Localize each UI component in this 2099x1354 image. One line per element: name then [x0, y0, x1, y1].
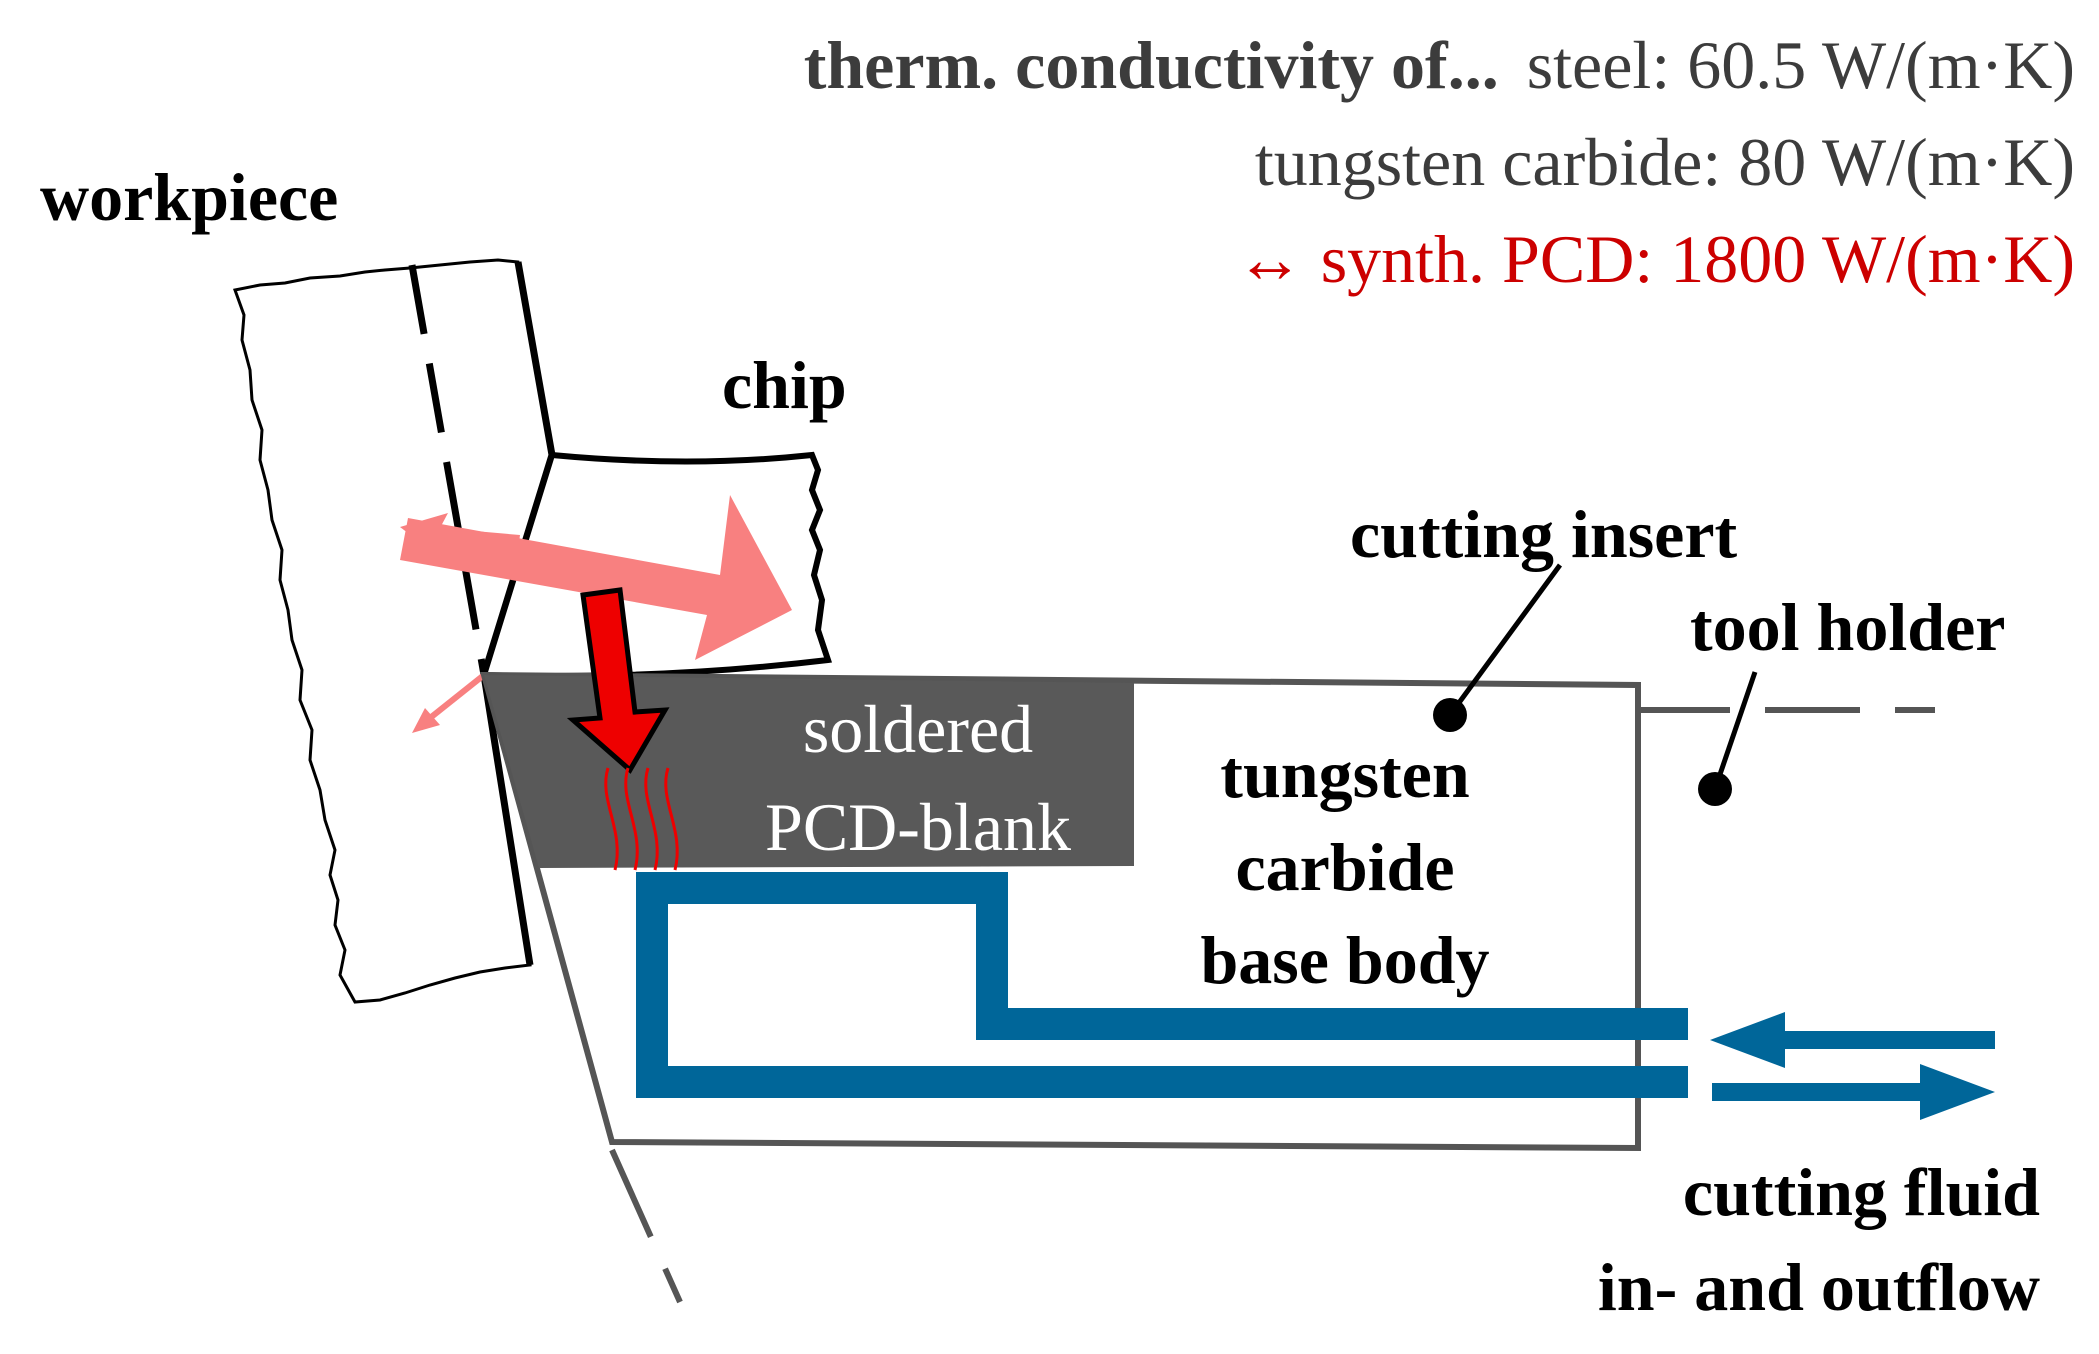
header-line-1: therm. conductivity of... steel: 60.5 W/(… [804, 27, 2075, 103]
heat-arrow-small-left-head [412, 708, 440, 733]
label-pcd-blank: PCD-blank [765, 789, 1071, 865]
heat-wave-1 [604, 767, 619, 871]
label-fluid-flow: in- and outflow [1598, 1249, 2040, 1325]
header-line-1-prefix: therm. conductivity of... [804, 27, 1499, 103]
heat-arrow-small-left [423, 672, 486, 725]
label-base-line-1: tungsten [1220, 736, 1469, 812]
tool-holder-dashed-flank [609, 1148, 683, 1304]
tool-holder-leader [1712, 671, 1758, 790]
label-cutting-fluid: cutting fluid [1683, 1154, 2040, 1230]
heat-arrow-left [400, 513, 520, 552]
header-line-1-value: steel: 60.5 W/(m·K) [1527, 27, 2075, 103]
label-tool-holder: tool holder [1690, 589, 2005, 665]
label-soldered: soldered [803, 691, 1033, 767]
label-workpiece: workpiece [40, 159, 338, 235]
cutting-insert-leader [1447, 563, 1563, 717]
coolant-outflow-head [1920, 1064, 1995, 1120]
cutting-insert-dot [1433, 698, 1467, 732]
heat-wave-2 [624, 767, 639, 871]
label-base-line-2: carbide [1235, 829, 1454, 905]
tool-holder-dot [1698, 772, 1732, 806]
heat-wave-3 [644, 767, 659, 871]
workpiece-dashed-line [408, 264, 488, 676]
label-chip: chip [722, 347, 847, 423]
heat-arrow-strong [566, 587, 670, 774]
header-line-3: ↔ synth. PCD: 1800 W/(m·K) [1236, 221, 2075, 297]
coolant-inflow-head [1710, 1012, 1785, 1068]
label-cutting-insert: cutting insert [1350, 496, 1738, 572]
heat-wave-4 [664, 767, 679, 871]
label-base-line-3: base body [1200, 922, 1489, 998]
header-line-2: tungsten carbide: 80 W/(m·K) [1255, 124, 2075, 200]
workpiece-outline [232, 258, 554, 1004]
coolant-channel-outer [636, 872, 1688, 1098]
